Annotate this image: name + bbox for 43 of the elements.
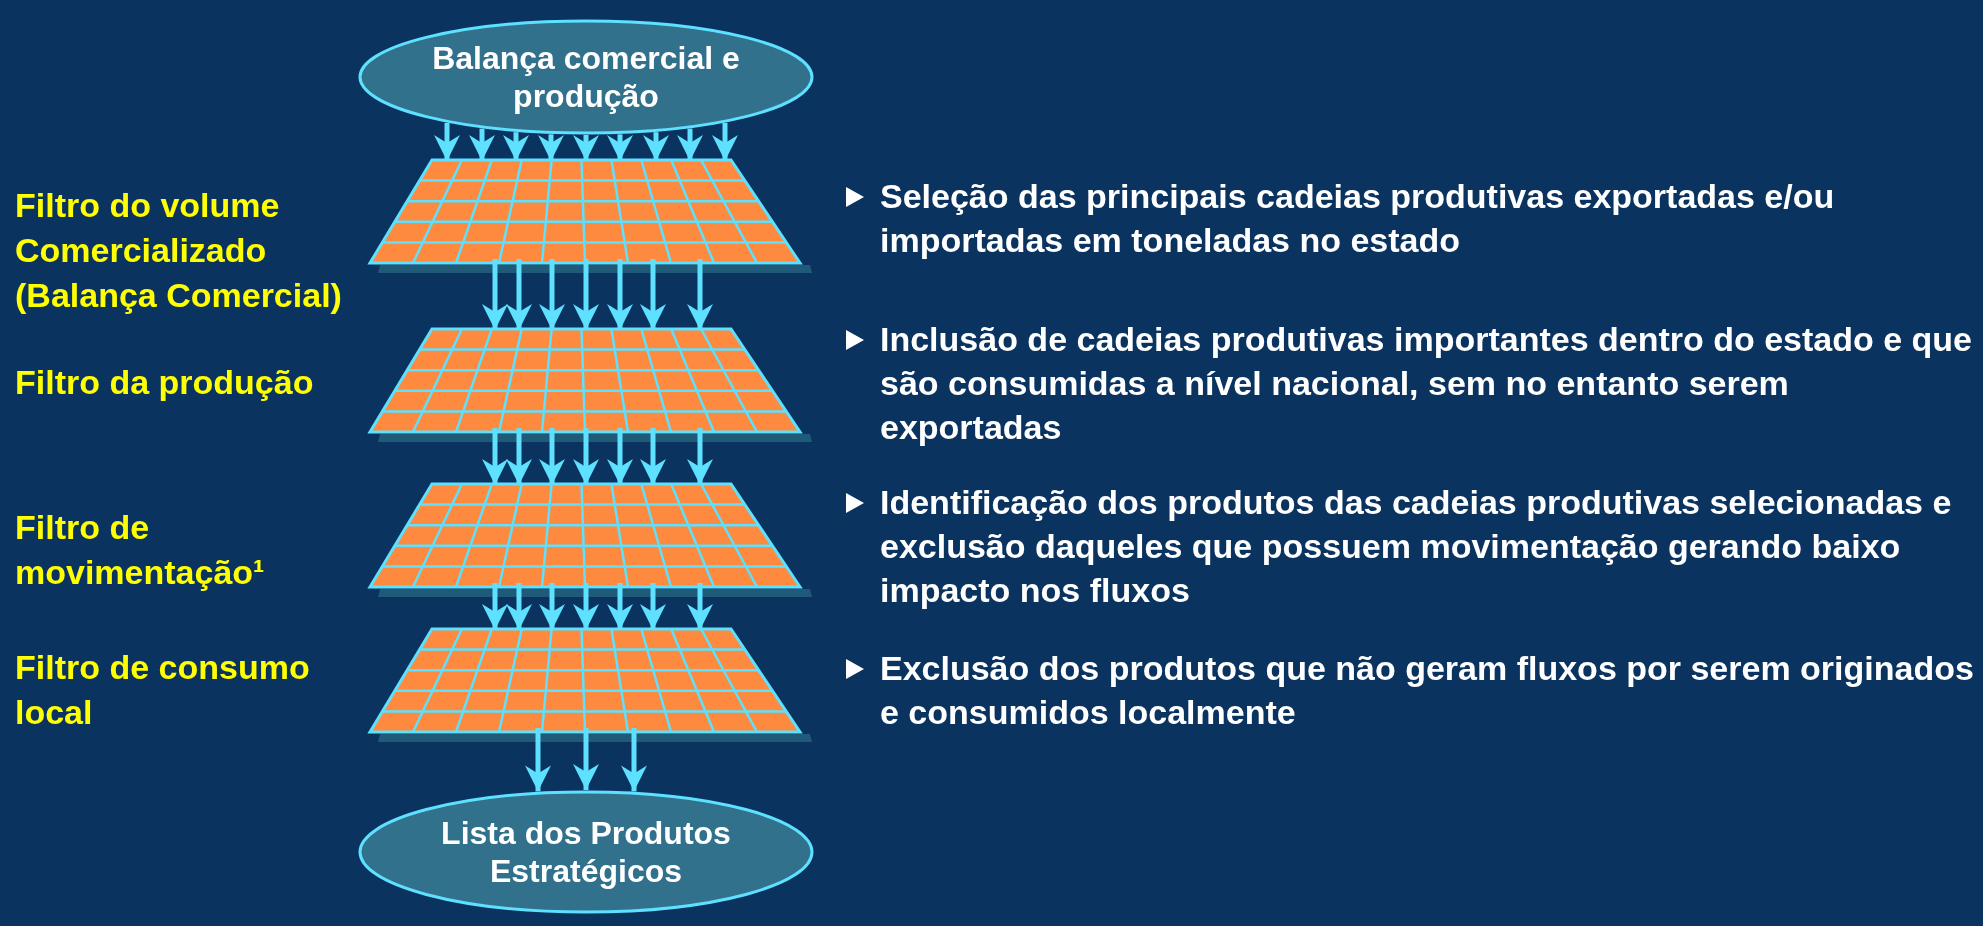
arrow (573, 583, 599, 630)
arrow (607, 583, 633, 630)
arrow (538, 134, 564, 161)
ellipse-label: Balança comercial e produção (431, 39, 741, 115)
arrow (607, 134, 633, 161)
arrow (607, 428, 633, 485)
arrow (640, 583, 666, 630)
arrow (640, 259, 666, 330)
arrow (482, 259, 508, 330)
arrow (506, 583, 532, 630)
arrow (687, 583, 713, 630)
arrow (687, 428, 713, 485)
arrow (573, 728, 599, 790)
arrow (677, 128, 703, 161)
arrow (506, 259, 532, 330)
arrow (687, 259, 713, 330)
arrow (506, 428, 532, 485)
arrow (503, 132, 529, 161)
arrow (539, 583, 565, 630)
arrow (643, 132, 669, 161)
arrow (621, 728, 647, 792)
ellipse-label: Lista dos Produtos Estratégicos (440, 814, 732, 890)
filter-label: Filtro de consumo local (15, 647, 311, 733)
arrow (607, 259, 633, 330)
arrow (469, 128, 495, 161)
arrow (539, 259, 565, 330)
description-text: Seleção das principais cadeias produtivas exportadas e/ou importadas em toneladas no estado (880, 176, 1836, 261)
arrow (712, 122, 738, 161)
arrow (539, 428, 565, 485)
filter-label: Filtro da produção (15, 362, 315, 403)
arrow (482, 583, 508, 630)
filter-label: Filtro de movimentação¹ (15, 507, 266, 593)
description-text: Inclusão de cadeias produtivas importantes dentro do estado e que são consumidas a nível nacional, sem no entanto serem exportadas (880, 319, 1974, 448)
description-text: Identificação dos produtos das cadeias produtivas selecionadas e exclusão daqueles que possuem movimentação gerando baixo impacto nos fluxos (880, 482, 1953, 611)
arrow (640, 428, 666, 485)
arrow (573, 135, 599, 161)
filter-label: Filtro do volume Comercializado (Balança Comercial) (15, 185, 343, 316)
description-text: Exclusão dos produtos que não geram fluxos por serem originados e consumidos localmente (880, 648, 1975, 733)
arrow (573, 259, 599, 330)
arrow (525, 728, 551, 792)
arrow (434, 122, 460, 161)
arrow (482, 428, 508, 485)
arrow (573, 428, 599, 485)
